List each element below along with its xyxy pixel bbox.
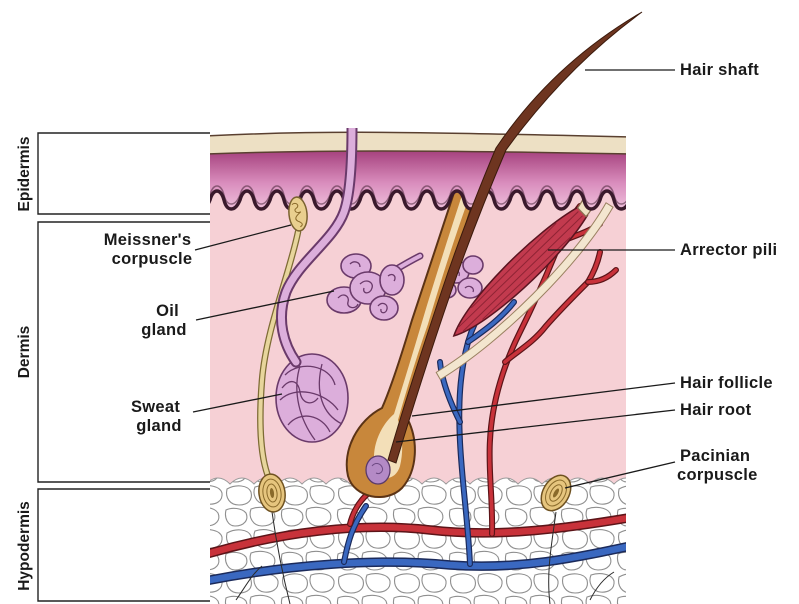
dermis-label: Dermis — [16, 326, 33, 379]
sweat-gland — [276, 354, 348, 442]
pacinian-corpuscle-label: Pacinian corpuscle — [677, 447, 758, 484]
sweat-gland-label-line-1: Sweat — [131, 398, 180, 416]
epidermis-bracket — [38, 133, 210, 214]
pacinian-label-line-1: Pacinian — [680, 447, 750, 465]
hypodermis-label: Hypodermis — [16, 501, 33, 591]
layer-brackets: Epidermis Dermis Hypodermis — [16, 133, 210, 601]
skin-block — [180, 128, 640, 604]
dermal-papilla — [366, 456, 390, 484]
arrector-pili-label: Arrector pili — [680, 241, 777, 259]
meissner-label-line-1: Meissner's — [104, 231, 192, 249]
epidermis-label: Epidermis — [16, 137, 33, 212]
oil-gland-label-line-1: Oil — [156, 302, 179, 320]
sweat-gland-label: Sweat gland — [131, 398, 185, 435]
stratum-corneum — [206, 132, 630, 154]
oil-gland-lobe — [380, 265, 404, 295]
oil-gland-label: Oil gland — [141, 302, 187, 339]
hypodermis-bracket — [38, 489, 210, 601]
oil-gland-lobe — [370, 296, 398, 320]
hair-bulb-papilla — [366, 456, 390, 484]
meissner-label-line-2: corpuscle — [112, 250, 193, 268]
hair-follicle-label: Hair follicle — [680, 374, 773, 392]
hair-root-label: Hair root — [680, 401, 752, 419]
meissners-corpuscle-label: Meissner's corpuscle — [104, 231, 197, 268]
sweat-gland-label-line-2: gland — [136, 417, 182, 435]
pacinian-label-line-2: corpuscle — [677, 466, 758, 484]
hair-shaft-label: Hair shaft — [680, 61, 759, 79]
oil-gland-label-line-2: gland — [141, 321, 187, 339]
oil-gland-lobe — [463, 256, 483, 274]
